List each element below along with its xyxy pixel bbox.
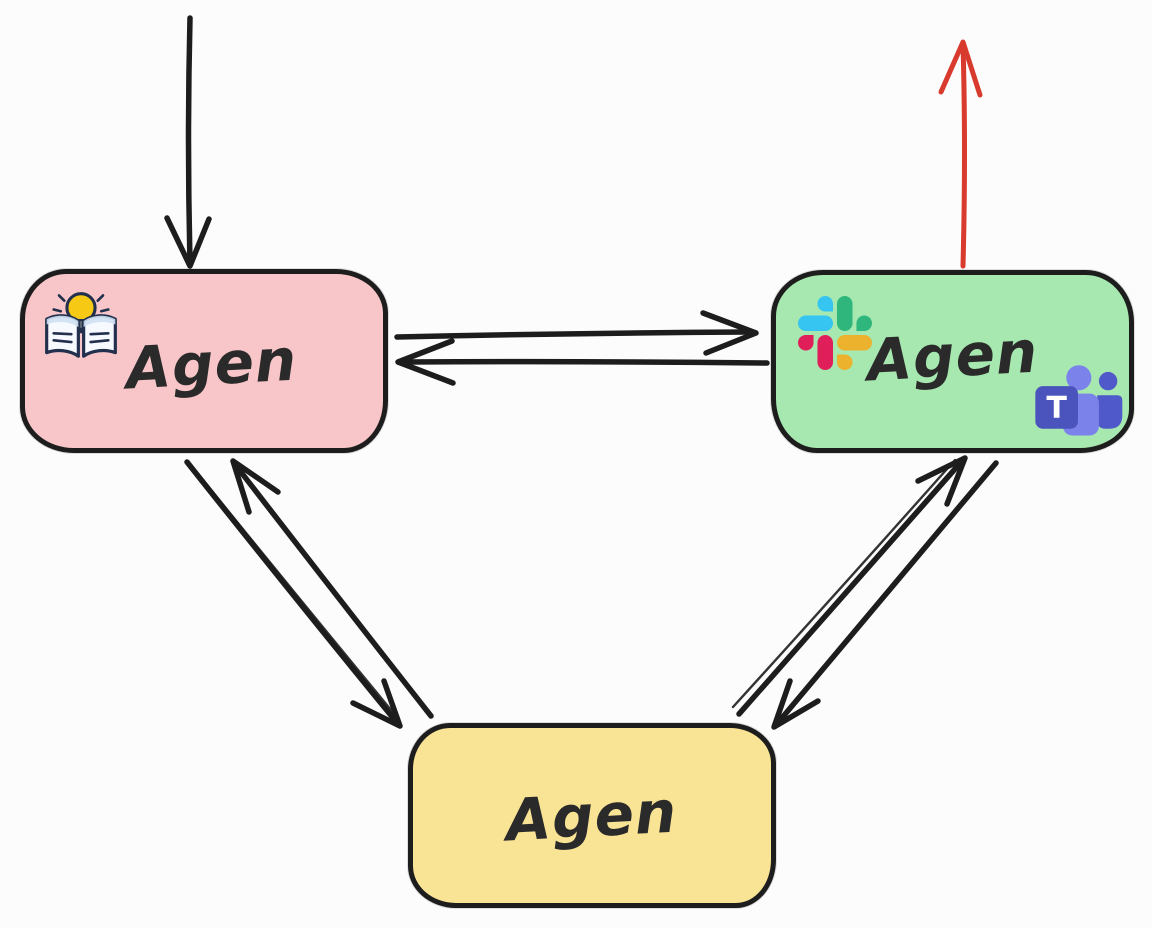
node-label: Agen	[865, 317, 1040, 394]
arrow-knowledge-to-comms	[394, 310, 759, 356]
external-input-arrow	[164, 15, 212, 269]
arrow-comms-to-bottom	[771, 460, 999, 730]
node-label: Agen	[504, 777, 680, 854]
node-bottom-agent[interactable]: Agen	[408, 723, 776, 908]
slack-icon	[798, 296, 872, 370]
node-label: Agen	[124, 325, 300, 403]
arrow-comms-to-knowledge	[395, 338, 770, 386]
ms-teams-icon: T	[1035, 365, 1123, 436]
svg-text:T: T	[1046, 391, 1067, 426]
arrow-bottom-to-knowledge	[230, 458, 434, 719]
book-lightbulb-icon	[45, 292, 117, 358]
node-comms-agent[interactable]: Agen T	[771, 270, 1134, 453]
node-knowledge-agent[interactable]: Agen	[20, 269, 388, 453]
comms-output-arrow	[938, 39, 983, 269]
arrow-knowledge-to-bottom	[184, 459, 403, 729]
arrow-bottom-to-comms	[731, 455, 968, 717]
